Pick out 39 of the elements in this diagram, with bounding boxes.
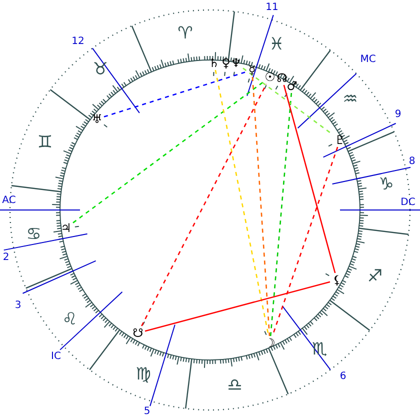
zodiac-sign: ♍ (136, 366, 151, 384)
house-label: 5 (144, 407, 150, 417)
zodiac-sign: ♐ (367, 268, 383, 286)
aspect-line (283, 84, 336, 274)
aspect-line (141, 84, 267, 326)
house-label: 8 (408, 157, 416, 167)
zodiac-sign: ♊ (37, 134, 53, 152)
aspect-line (270, 92, 292, 336)
house-label: IC (51, 352, 61, 362)
planet-symbol: ♅ (90, 112, 104, 126)
house-label: 12 (72, 37, 84, 47)
zodiac-sign: ♎ (227, 378, 242, 395)
house-label: 2 (2, 253, 10, 263)
house-label: 3 (14, 301, 22, 311)
aspect-line (104, 72, 246, 118)
planet-symbol: ⚸ (330, 273, 344, 287)
aspect-line (72, 82, 264, 224)
planet-symbol: ☋ (131, 326, 145, 340)
house-label: DC (400, 198, 416, 208)
planet-symbol: ☉ (263, 70, 277, 84)
house-label: MC (360, 55, 376, 65)
house-label: AC (2, 196, 16, 206)
aspect-line (252, 76, 270, 336)
planet-symbol: ♄ (207, 56, 221, 70)
zodiac-sign: ♒ (342, 92, 358, 109)
zodiac-sign: ♉ (92, 61, 108, 78)
planet-symbol: ♃ (59, 221, 73, 235)
zodiac-sign: ♑ (378, 176, 394, 194)
planet-symbol: ☽ (263, 336, 277, 350)
planet-symbol: ♇ (333, 133, 347, 147)
aspect-line (144, 281, 330, 332)
planet-symbol: ☿ (245, 63, 259, 77)
zodiac-sign: ♌ (62, 311, 78, 328)
zodiac-sign: ♋ (26, 226, 42, 244)
house-label: 11 (266, 3, 278, 13)
house-label: 9 (394, 110, 402, 120)
house-label: 6 (340, 372, 346, 382)
zodiac-sign: ♓ (269, 36, 284, 54)
zodiac-sign: ♈ (178, 25, 193, 42)
